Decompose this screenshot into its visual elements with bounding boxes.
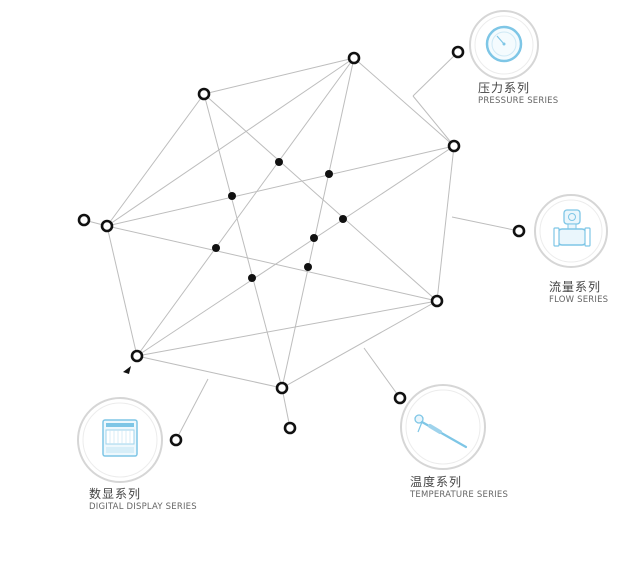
node-dot [248,274,256,282]
node-ring [393,391,407,405]
node-ring [130,349,144,363]
network-edge [106,93,205,227]
node-dot [339,215,347,223]
network-edge [106,225,138,357]
node-dot [228,192,236,200]
temperature-series-label[interactable]: 温度系列 TEMPERATURE SERIES [410,476,508,500]
network-edge [136,355,283,389]
node-dot [275,158,283,166]
connector-line [281,387,291,429]
node-ring [283,421,297,435]
network-edge [136,300,438,357]
network-edge [136,57,355,357]
connector-lines [83,51,520,441]
network-edge [203,93,283,389]
flow-series-label[interactable]: 流量系列 FLOW SERIES [549,281,608,305]
digital-display-series-label[interactable]: 数显系列 DIGITAL DISPLAY SERIES [89,488,197,512]
network-edge [203,57,355,95]
node-ring [169,433,183,447]
pressure-series-label[interactable]: 压力系列 PRESSURE SERIES [478,82,558,106]
connector-line [451,216,520,232]
node-ring [447,139,461,153]
network-nodes [77,45,526,447]
network-edge [106,57,355,227]
network-edges [106,57,455,389]
connector-line [412,95,455,147]
arrow-marker-icon [123,366,131,374]
node-ring [100,219,114,233]
node-ring [451,45,465,59]
node-ring [512,224,526,238]
temperature-series-name-cn: 温度系列 [410,475,463,489]
network-edge [203,93,438,302]
network-edge [106,145,455,227]
node-ring [430,294,444,308]
flow-series-name-cn: 流量系列 [549,280,602,294]
network-edge [106,225,438,302]
pressure-series-name-en: PRESSURE SERIES [478,96,559,106]
flow-series-name-en: FLOW SERIES [549,295,609,305]
pressure-gauge-icon [485,25,523,63]
connector-line [412,51,459,97]
connector-line [175,378,209,441]
pressure-series-badge[interactable] [469,10,539,80]
node-dot [212,244,220,252]
flow-meter-icon [553,209,591,247]
network-edge [136,145,455,357]
digital-display-icon [102,419,138,457]
node-dot [310,234,318,242]
flow-series-badge[interactable] [534,194,608,268]
network-edge [436,145,455,302]
node-ring [197,87,211,101]
digital-display-series-badge[interactable] [77,397,163,483]
network-edge [281,57,355,389]
node-ring [275,381,289,395]
temperature-series-badge[interactable] [400,384,486,470]
connector-line [363,347,401,399]
digital-display-series-name-cn: 数显系列 [89,487,142,501]
thermometer-icon [414,414,468,449]
node-ring [347,51,361,65]
digital-display-series-name-en: DIGITAL DISPLAY SERIES [89,502,197,512]
network-edge [281,300,438,389]
node-dot [304,263,312,271]
node-ring [77,213,91,227]
temperature-series-name-en: TEMPERATURE SERIES [410,490,509,500]
pressure-series-name-cn: 压力系列 [478,81,531,95]
node-dot [325,170,333,178]
network-edge [353,57,455,147]
